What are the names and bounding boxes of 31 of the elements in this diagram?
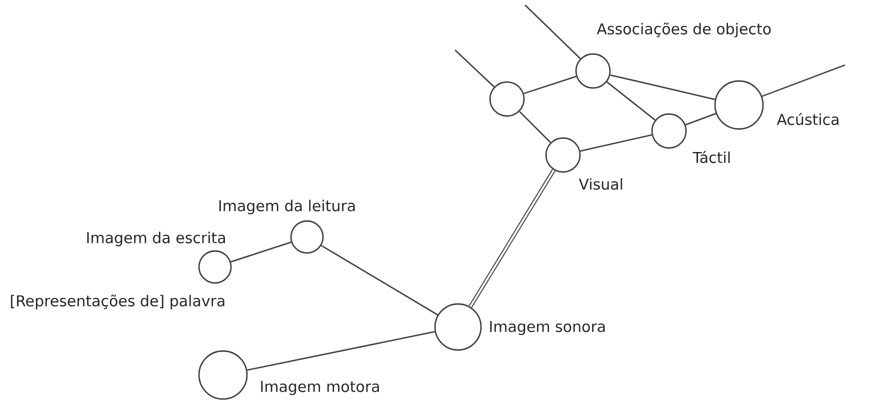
connecting-line	[519, 111, 551, 143]
circle	[575, 53, 611, 89]
circle	[714, 80, 764, 130]
node-label: Imagem da leitura	[219, 200, 355, 214]
group-label: Associações de objecto	[596, 22, 771, 38]
connecting-line	[468, 169, 556, 308]
connecting-line	[321, 244, 438, 316]
circle	[290, 220, 324, 254]
connecting-line	[685, 112, 716, 126]
circle	[198, 250, 232, 284]
connecting-line	[524, 76, 576, 94]
group-label: [Representações de] palavra	[11, 294, 224, 310]
connecting-line	[610, 74, 716, 100]
connecting-line	[580, 134, 652, 152]
connecting-line	[524, 4, 581, 60]
connecting-line	[230, 242, 292, 262]
circle	[434, 303, 482, 351]
circle	[545, 137, 581, 173]
node-label: Visual	[578, 178, 622, 190]
node-label: Acústica	[776, 112, 838, 126]
connecting-line	[762, 64, 846, 97]
node-label: Táctil	[692, 150, 730, 164]
connecting-line	[606, 81, 656, 121]
circle	[198, 350, 248, 400]
connecting-line	[454, 49, 495, 88]
node-label: Imagem sonora	[490, 320, 605, 336]
circle	[489, 81, 525, 117]
circle	[651, 113, 687, 149]
connecting-line	[247, 331, 435, 371]
node-label: Imagem da escrita	[87, 232, 225, 246]
node-label: Imagem motora	[261, 380, 379, 396]
